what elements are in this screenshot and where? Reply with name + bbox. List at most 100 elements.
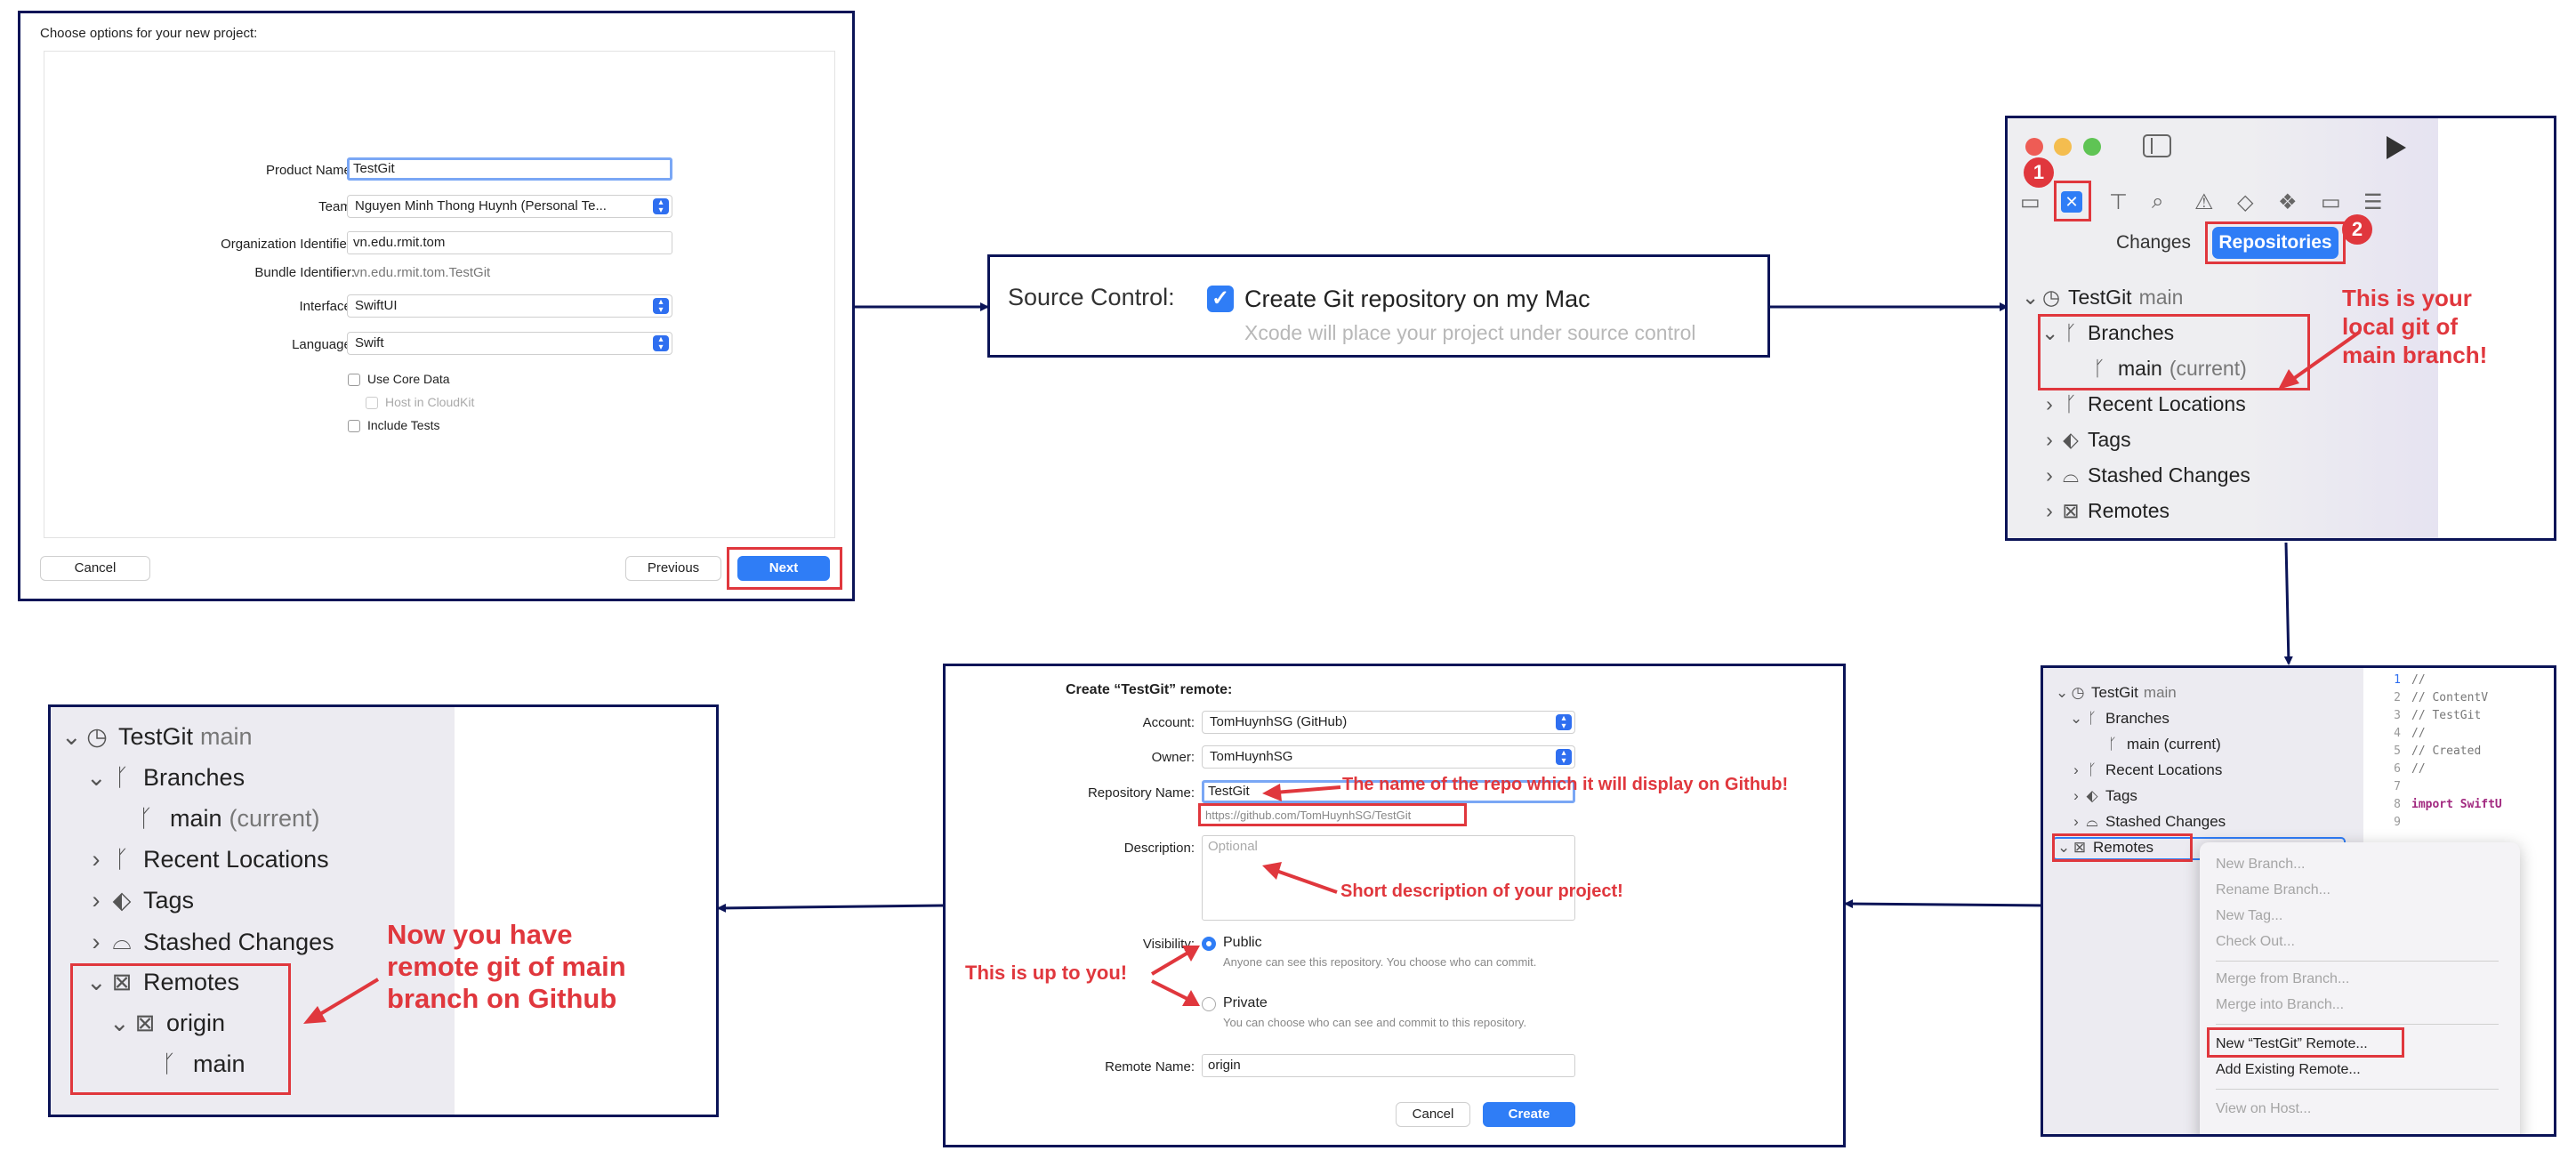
menu-separator xyxy=(2216,1024,2499,1025)
debug-navigator-icon[interactable]: ❖ xyxy=(2278,190,2298,214)
chevron-right-icon: › xyxy=(92,846,101,873)
menu-merge-from[interactable]: Merge from Branch... xyxy=(2216,971,2350,986)
recent-locations-row[interactable]: › ᚴ Recent Locations xyxy=(2070,761,2222,779)
private-radio[interactable] xyxy=(1202,997,1216,1011)
branch-icon: ᚴ xyxy=(114,764,130,791)
branches-row[interactable]: ⌄ ᚴ Branches xyxy=(86,764,245,792)
issue-navigator-icon[interactable]: ⚠ xyxy=(2194,190,2214,214)
menu-new-branch[interactable]: New Branch... xyxy=(2216,857,2306,872)
remotes-highlight xyxy=(2052,833,2193,862)
origin-main-row[interactable]: ᚴ main xyxy=(156,1050,246,1078)
language-select[interactable]: Swift ▴▾ xyxy=(347,332,672,355)
chevron-right-icon: › xyxy=(92,928,101,955)
project-navigator-icon[interactable]: ▭ xyxy=(2020,190,2041,214)
menu-check-out[interactable]: Check Out... xyxy=(2216,934,2295,949)
repositories-panel: ▭ ✕ 1 ⊤ ⌕ ⚠ ◇ ❖ ▭ ☰ Changes Repositories… xyxy=(2005,116,2556,541)
stashed-changes-row[interactable]: › ⌓ Stashed Changes xyxy=(86,928,334,956)
owner-select[interactable]: TomHuynhSG ▴▾ xyxy=(1202,745,1575,769)
create-button[interactable]: Create xyxy=(1483,1102,1575,1127)
team-label: Team: xyxy=(318,199,355,214)
annotation-arrow xyxy=(1262,784,1341,801)
main-branch-label: main xyxy=(170,805,222,832)
branches-row[interactable]: ⌄ ᚴ Branches xyxy=(2041,321,2174,345)
remotes-row[interactable]: ⌄ ⊠ Remotes xyxy=(2057,839,2153,857)
code-line: 1// xyxy=(2394,673,2426,687)
test-navigator-icon[interactable]: ◇ xyxy=(2237,190,2254,214)
branch-icon: ᚴ xyxy=(2065,321,2077,344)
stashed-changes-label: Stashed Changes xyxy=(143,928,334,955)
next-button[interactable]: Next xyxy=(737,556,830,581)
menu-view-on-host[interactable]: View on Host... xyxy=(2216,1101,2312,1116)
chevron-right-icon: › xyxy=(2046,428,2053,451)
remote-name-field[interactable]: origin xyxy=(1202,1054,1575,1077)
menu-merge-into[interactable]: Merge into Branch... xyxy=(2216,997,2345,1012)
repo-row[interactable]: ⌄ ◷ TestGit main xyxy=(61,723,253,751)
menu-add-existing-remote[interactable]: Add Existing Remote... xyxy=(2216,1062,2361,1077)
org-id-field[interactable]: vn.edu.rmit.tom xyxy=(347,231,672,254)
git-checkbox[interactable]: ✓ xyxy=(1207,286,1234,312)
sidebar-toggle-icon[interactable] xyxy=(2143,134,2171,157)
remotes-row[interactable]: ⌄ ⊠ Remotes xyxy=(86,969,239,996)
close-window-button[interactable] xyxy=(2025,138,2043,156)
tags-row[interactable]: › ⬖ Tags xyxy=(2070,787,2137,805)
stashed-changes-row[interactable]: › ⌓ Stashed Changes xyxy=(2041,463,2250,487)
team-select[interactable]: Nguyen Minh Thong Huynh (Personal Te... … xyxy=(347,195,672,218)
cancel-button[interactable]: Cancel xyxy=(40,556,150,581)
main-branch-row[interactable]: ᚴ main (current) xyxy=(2088,357,2247,381)
origin-row[interactable]: ⌄ ⊠ origin xyxy=(109,1010,225,1037)
product-name-field[interactable]: TestGit xyxy=(347,157,672,181)
repo-branch: main xyxy=(2143,684,2177,701)
branch-icon: ᚴ xyxy=(114,846,130,873)
chevron-right-icon: › xyxy=(2046,499,2053,522)
menu-separator xyxy=(2216,961,2499,962)
tags-row[interactable]: › ⬖ Tags xyxy=(2041,428,2130,452)
zoom-window-button[interactable] xyxy=(2082,138,2101,156)
public-radio[interactable] xyxy=(1202,937,1216,951)
chevron-down-icon: ⌄ xyxy=(86,764,107,791)
tray-icon: ⌓ xyxy=(2086,813,2098,830)
branches-row[interactable]: ⌄ ᚴ Branches xyxy=(2070,710,2169,728)
interface-label: Interface: xyxy=(299,299,355,314)
cancel-button[interactable]: Cancel xyxy=(1396,1102,1470,1127)
recent-locations-row[interactable]: › ᚴ Recent Locations xyxy=(2041,392,2246,416)
report-navigator-icon[interactable]: ☰ xyxy=(2363,190,2383,214)
recent-locations-row[interactable]: › ᚴ Recent Locations xyxy=(86,846,329,873)
account-select[interactable]: TomHuynhSG (GitHub) ▴▾ xyxy=(1202,711,1575,734)
tags-row[interactable]: › ⬖ Tags xyxy=(86,887,195,914)
create-remote-panel: Create “TestGit” remote: Account: TomHuy… xyxy=(943,664,1846,1147)
repo-name-field[interactable]: TestGit xyxy=(1202,780,1575,803)
interface-select[interactable]: SwiftUI ▴▾ xyxy=(347,294,672,318)
branches-highlight xyxy=(2038,314,2310,390)
annotation-arrow xyxy=(2278,330,2362,390)
find-navigator-icon[interactable]: ⌕ xyxy=(2152,189,2164,213)
symbol-navigator-icon[interactable]: ⊤ xyxy=(2109,190,2128,214)
remotes-row[interactable]: › ⊠ Remotes xyxy=(2041,499,2169,523)
description-field[interactable]: Optional xyxy=(1202,835,1575,921)
tab-repositories[interactable]: Repositories xyxy=(2212,227,2339,259)
branches-label: Branches xyxy=(2105,710,2169,727)
run-icon[interactable] xyxy=(2387,136,2406,159)
menu-new-tag[interactable]: New Tag... xyxy=(2216,908,2283,923)
core-data-checkbox[interactable] xyxy=(348,374,360,386)
repo-row[interactable]: ⌄ ◷ TestGit main xyxy=(2056,684,2177,702)
menu-new-remote[interactable]: New “TestGit” Remote... xyxy=(2216,1036,2368,1051)
tab-changes[interactable]: Changes xyxy=(2116,232,2192,253)
stashed-changes-label: Stashed Changes xyxy=(2105,813,2226,830)
minimize-window-button[interactable] xyxy=(2054,138,2073,156)
source-control-navigator-icon[interactable]: ✕ xyxy=(2061,191,2082,213)
chevron-down-icon: ⌄ xyxy=(2056,684,2069,701)
traffic-lights xyxy=(2025,138,2101,160)
breakpoint-navigator-icon[interactable]: ▭ xyxy=(2321,190,2341,214)
previous-button[interactable]: Previous xyxy=(625,556,721,581)
main-branch-row[interactable]: ᚴ main (current) xyxy=(2104,736,2221,753)
repo-row[interactable]: ⌄ ◷ TestGit main xyxy=(2022,286,2183,310)
main-branch-row[interactable]: ᚴ main (current) xyxy=(133,805,320,833)
stashed-changes-row[interactable]: › ⌓ Stashed Changes xyxy=(2070,813,2226,831)
include-tests-checkbox[interactable] xyxy=(348,420,360,432)
org-id-label: Organization Identifier: xyxy=(221,237,355,252)
menu-rename-branch[interactable]: Rename Branch... xyxy=(2216,882,2330,897)
team-value: Nguyen Minh Thong Huynh (Personal Te... xyxy=(355,198,607,213)
branch-icon: ᚴ xyxy=(2087,761,2097,778)
chevron-down-icon: ⌄ xyxy=(2022,286,2040,309)
local-branch-annotation: This is your local git of main branch! xyxy=(2342,285,2488,368)
